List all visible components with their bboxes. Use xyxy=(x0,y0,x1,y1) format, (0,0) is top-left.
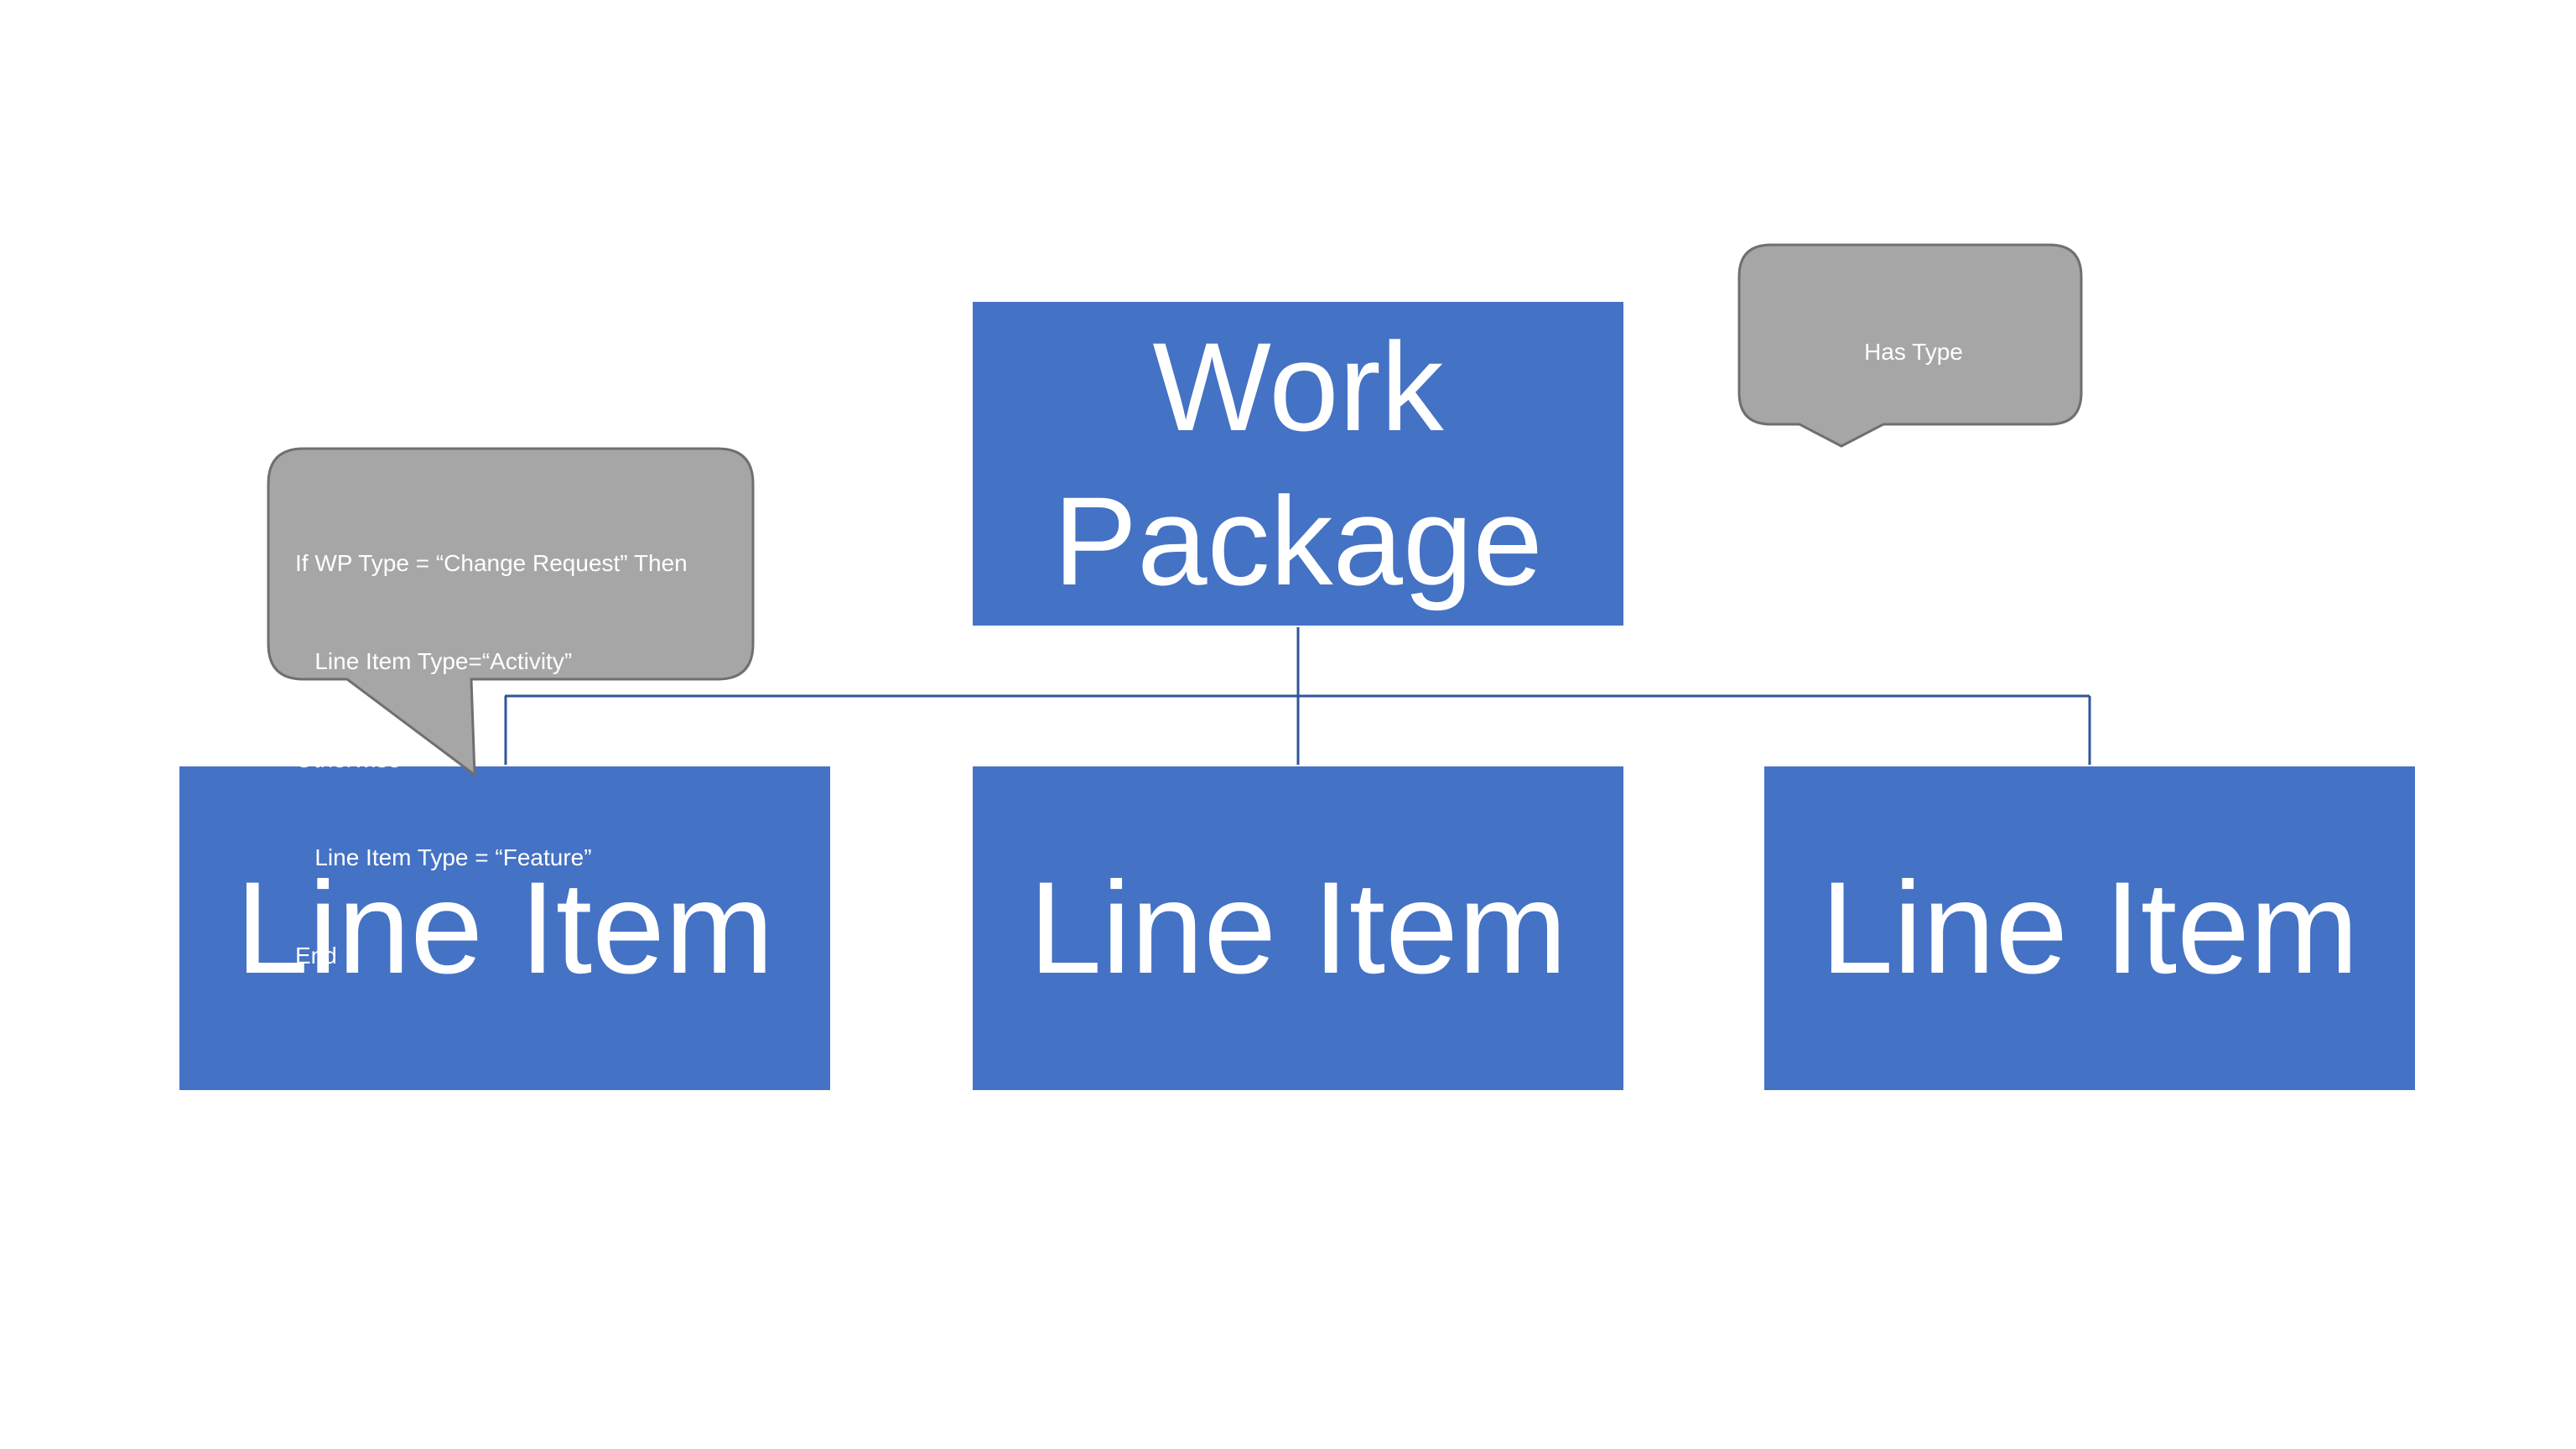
line-item-box-3: Line Item xyxy=(1764,766,2415,1090)
line-item-label-3: Line Item xyxy=(1820,855,2359,1001)
line-item-box-2: Line Item xyxy=(973,766,1623,1090)
callout-type-line-4: SYSTEM CHANGE xyxy=(1811,633,2016,659)
callout-condition-line-3: Otherwise xyxy=(295,746,402,772)
work-package-label-line1: Work xyxy=(1152,316,1444,457)
callout-condition-line-2: Line Item Type=“Activity” xyxy=(295,648,573,674)
line-item-box-1: Line Item xyxy=(179,766,830,1090)
callout-condition-line-5: End xyxy=(295,943,337,969)
callout-condition-line-4: Line Item Type = “Feature” xyxy=(295,844,592,870)
work-package-label-line2: Package xyxy=(1053,470,1543,611)
callout-type-line-3: CHANGE REQUEST or xyxy=(1789,535,2038,561)
callout-type-text: Has Type CHANGE REQUEST or SYSTEM CHANGE xyxy=(1746,270,2081,728)
callout-type-line-2 xyxy=(1746,434,2081,466)
line-item-label-1: Line Item xyxy=(236,855,774,1001)
callout-type-line-1: Has Type xyxy=(1864,339,1963,365)
work-package-box: Work Package xyxy=(973,302,1623,626)
line-item-label-2: Line Item xyxy=(1029,855,1567,1001)
callout-condition-line-1: If WP Type = “Change Request” Then xyxy=(295,550,688,576)
callout-condition-text: If WP Type = “Change Request” Then Line … xyxy=(295,481,688,1037)
